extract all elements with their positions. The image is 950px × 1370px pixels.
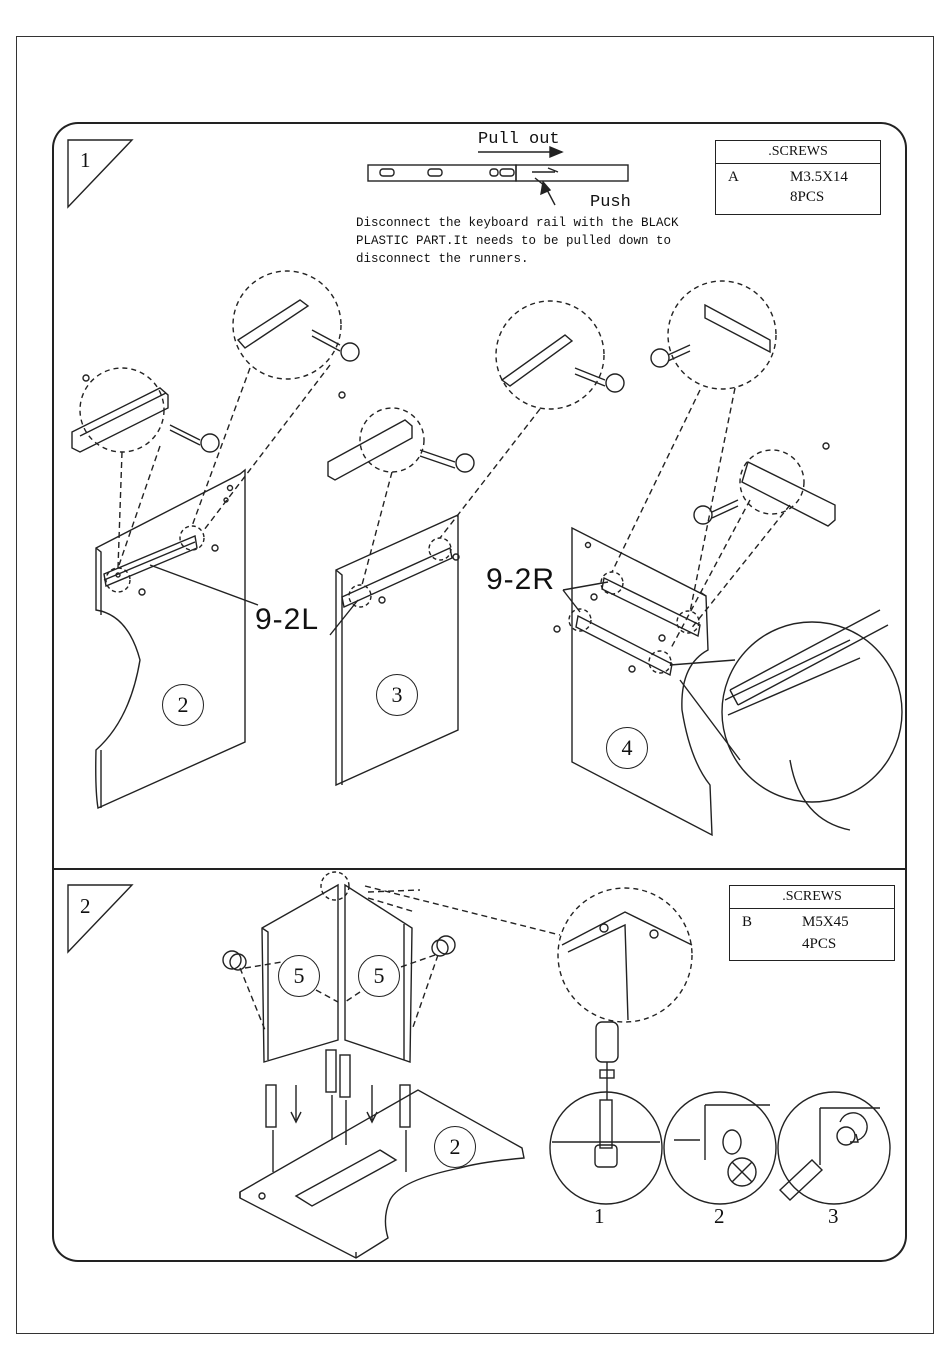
rail-9-2r-label: 9-2R xyxy=(486,563,555,597)
screws-header: .SCREWS xyxy=(730,886,894,909)
cam-lock-left xyxy=(223,951,246,970)
cam-lock-right xyxy=(432,936,455,956)
panel-2-board xyxy=(96,470,245,808)
panel-4-zoom-circle-top xyxy=(651,281,776,389)
rail-9-2r-lower xyxy=(576,616,672,675)
step-1-tag xyxy=(68,140,132,207)
panel-2-zoom-circle xyxy=(233,271,359,379)
rail-9-2l-label: 9-2L xyxy=(255,603,319,637)
screw-quantity: 8PCS xyxy=(790,189,824,206)
push-label: Push xyxy=(590,193,631,212)
panel-number-4: 4 xyxy=(606,727,648,769)
panel-3-rail-detail xyxy=(328,392,474,480)
screwdriver xyxy=(596,1022,618,1100)
sub-step-2-circle xyxy=(664,1092,776,1204)
base-panel-number-2: 2 xyxy=(434,1126,476,1168)
panel-2-rail-detail xyxy=(72,368,219,452)
cam-bolts xyxy=(266,1050,410,1127)
sub-step-1-circle xyxy=(550,1092,662,1204)
panel-4-rail-detail xyxy=(694,443,835,526)
step-2-tag xyxy=(68,885,132,952)
panel-4-zoom-circle-large xyxy=(722,610,902,830)
panel-screws xyxy=(139,545,665,672)
step-1-number: 1 xyxy=(80,148,91,173)
rail-9-2r-upper xyxy=(602,578,700,636)
sub-step-1-label: 1 xyxy=(594,1204,605,1229)
assembly-arrows xyxy=(291,1085,377,1122)
instruction-text: Disconnect the keyboard rail with the BL… xyxy=(356,214,696,268)
side-panel-number-5-left: 5 xyxy=(278,955,320,997)
rail-9-2l-on-panel-3 xyxy=(342,548,452,607)
screw-code: B xyxy=(742,914,752,931)
screw-size: M3.5X14 xyxy=(790,169,848,186)
side-panel-number-5-right: 5 xyxy=(358,955,400,997)
corner-zoom-circle xyxy=(558,888,692,1022)
screws-box-a: .SCREWS A M3.5X14 8PCS xyxy=(715,140,881,215)
screws-box-b: .SCREWS B M5X45 4PCS xyxy=(729,885,895,961)
screws-header: .SCREWS xyxy=(716,141,880,164)
screw-code: A xyxy=(728,169,739,186)
base-panel-2 xyxy=(240,1090,524,1258)
step-2-number: 2 xyxy=(80,894,91,919)
panel-number-3: 3 xyxy=(376,674,418,716)
screw-size: M5X45 xyxy=(802,914,849,931)
rail-schematic xyxy=(368,147,628,205)
panel-number-2: 2 xyxy=(162,684,204,726)
sub-step-3-circle xyxy=(778,1092,890,1204)
panel-4-board xyxy=(572,528,712,835)
pull-out-label: Pull out xyxy=(478,130,560,149)
screw-quantity: 4PCS xyxy=(802,936,836,953)
sub-step-2-label: 2 xyxy=(714,1204,725,1229)
sub-step-3-label: 3 xyxy=(828,1204,839,1229)
rail-9-2l-on-panel-2 xyxy=(104,536,197,586)
panel-3-zoom-circle xyxy=(496,301,624,409)
panel-3-board xyxy=(336,515,458,785)
